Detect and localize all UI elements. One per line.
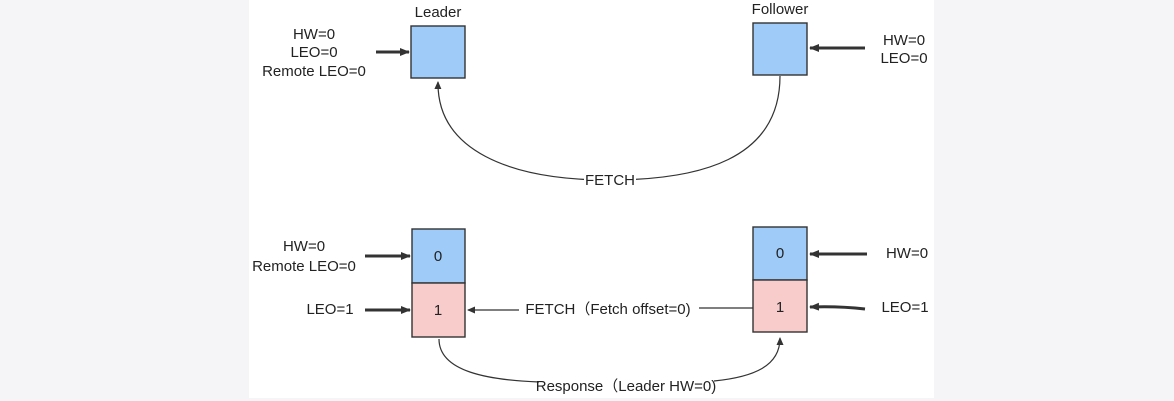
- leader-cell-1-text: 1: [434, 302, 442, 319]
- leader-leo-label-2: LEO=1: [306, 301, 353, 318]
- follower-title: Follower: [752, 1, 809, 18]
- leader-leo-label: LEO=0: [290, 44, 337, 61]
- replication-diagram: Leader Follower HW=0 LEO=0 Remote LEO=0 …: [252, 1, 928, 395]
- follower-log-box: [752, 22, 808, 76]
- follower-cell-0-text: 0: [776, 245, 784, 262]
- leader-hw-label-2: HW=0: [283, 238, 325, 255]
- leader-remote-leo-label: Remote LEO=0: [262, 63, 366, 80]
- leader-remote-leo-label-2: Remote LEO=0: [252, 258, 356, 275]
- follower-leo-label-2: LEO=1: [881, 299, 928, 316]
- fetch-label: FETCH: [585, 172, 635, 189]
- leader-cell-1: [411, 282, 466, 338]
- leader-log-box: [410, 25, 466, 79]
- leader-cell-0: [411, 228, 466, 284]
- fetch-curve-arrow: [434, 75, 781, 181]
- response-curve-left: [438, 338, 540, 383]
- leader-hw-label: HW=0: [293, 26, 335, 43]
- follower-cell-1: [752, 279, 808, 333]
- fetch-request-label: FETCH（Fetch offset=0): [525, 301, 690, 318]
- follower-cell-1-text: 1: [776, 299, 784, 316]
- follower-hw-label-2: HW=0: [886, 245, 928, 262]
- fetch-label-bg: [584, 170, 636, 188]
- response-label: Response（Leader HW=0): [536, 378, 717, 395]
- follower-leo-arrow: [809, 302, 866, 311]
- follower-leo-label: LEO=0: [880, 50, 927, 67]
- leader-cell-0-text: 0: [434, 248, 442, 265]
- diagram-canvas: Leader Follower HW=0 LEO=0 Remote LEO=0 …: [249, 0, 934, 398]
- leader-title: Leader: [415, 4, 462, 21]
- response-curve-right: [713, 337, 784, 382]
- follower-hw-label: HW=0: [883, 32, 925, 49]
